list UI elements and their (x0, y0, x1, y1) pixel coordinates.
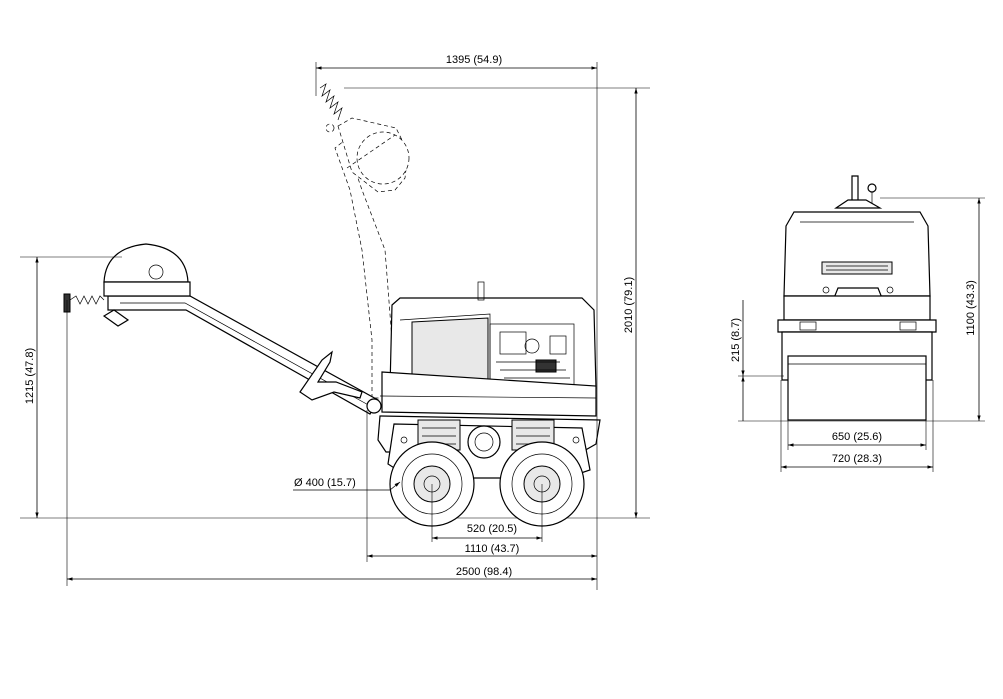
handle-arm (63, 243, 379, 415)
dim-machine-width: 720 (28.3) (780, 380, 934, 472)
dim-total-height-label: 2010 (79.1) (623, 277, 635, 333)
dim-total-length: 2500 (98.4) (66, 300, 597, 586)
upright-handle-outline (319, 83, 410, 399)
dim-machine-length: 1110 (43.7) (366, 410, 597, 562)
dim-drum-diameter: Ø 400 (15.7) (293, 477, 401, 491)
dim-wheelbase-label: 520 (20.5) (467, 523, 517, 535)
dim-front-height-label: 1100 (43.3) (965, 280, 977, 335)
dim-handle-reach: 1395 (54.9) (315, 54, 598, 590)
side-view: 1395 (54.9) 2010 (79.1) 1215 (47.8) Ø 40… (20, 54, 650, 590)
front-view: 1100 (43.3) 215 (8.7) 650 (25.6) 720 (28… (730, 175, 985, 472)
dim-front-height: 1100 (43.3) (880, 197, 985, 421)
dim-drum-width: 650 (25.6) (787, 420, 927, 450)
dim-machine-length-label: 1110 (43.7) (465, 543, 520, 555)
dim-handle-height: 1215 (47.8) (20, 256, 122, 518)
engine-detail (496, 331, 570, 379)
dim-handle-height-label: 1215 (47.8) (24, 348, 36, 404)
dim-drum-diameter-label: Ø 400 (15.7) (294, 477, 356, 489)
dim-total-height: 2010 (79.1) (344, 87, 650, 518)
dim-machine-width-label: 720 (28.3) (832, 453, 882, 465)
dim-drum-width-label: 650 (25.6) (832, 431, 882, 443)
dim-drum-height-label: 215 (8.7) (730, 318, 742, 362)
dim-handle-reach-label: 1395 (54.9) (446, 54, 502, 66)
dim-drum-height: 215 (8.7) (730, 300, 784, 421)
dim-wheelbase: 520 (20.5) (431, 484, 543, 542)
dim-total-length-label: 2500 (98.4) (456, 566, 512, 578)
